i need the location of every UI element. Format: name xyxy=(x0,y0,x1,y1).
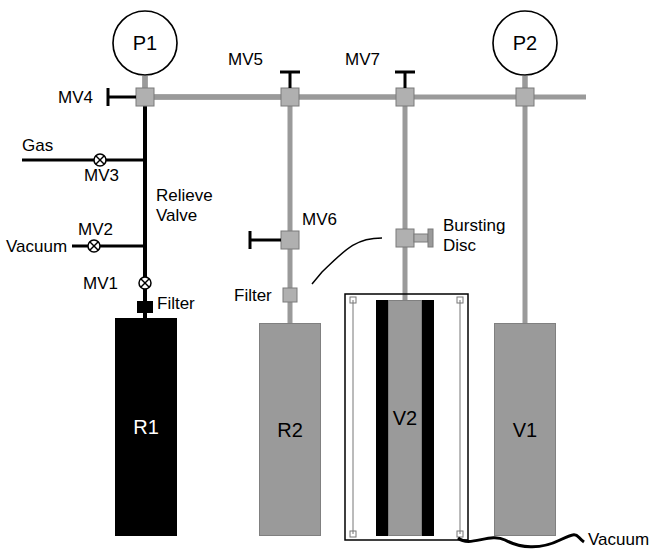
valve-handles xyxy=(108,72,415,249)
housing-corner xyxy=(350,531,356,537)
filter-symbol xyxy=(137,301,153,313)
housing-corner xyxy=(457,297,463,303)
reservoir-cylinder: R1 xyxy=(115,318,177,536)
junction-blocks xyxy=(136,88,534,302)
pipe-connector xyxy=(145,76,525,97)
heater-jacket xyxy=(376,300,434,536)
part-label: Bursting Disc xyxy=(443,216,517,255)
node-label: P1 xyxy=(133,32,157,54)
gas-line xyxy=(22,159,145,162)
part-label: MV5 xyxy=(228,50,263,70)
heater-wire xyxy=(312,238,382,284)
furnace-housing xyxy=(345,294,468,540)
valve-symbol xyxy=(139,277,151,289)
node-label: R2 xyxy=(277,419,303,441)
part-label: MV7 xyxy=(345,50,380,70)
pipe-connector xyxy=(145,76,405,300)
pipe-line xyxy=(523,76,528,323)
node-label: V2 xyxy=(393,407,417,429)
pipe-connector xyxy=(145,76,290,323)
valve-symbol xyxy=(88,240,100,252)
housing-corner xyxy=(457,531,463,537)
pipe-line xyxy=(145,76,290,323)
sample-vessel: V2 xyxy=(388,300,422,536)
pipe-connector xyxy=(525,76,526,323)
node-label: P2 xyxy=(513,32,537,54)
housing-rail xyxy=(353,300,354,534)
valve-symbol xyxy=(94,154,106,166)
node-label: V1 xyxy=(513,419,537,441)
part-label: Gas xyxy=(22,136,53,156)
housing-rail xyxy=(460,300,461,534)
pressure-gauge: P1 xyxy=(112,10,178,76)
bursting-disc xyxy=(414,229,433,247)
part-label: Vacuum xyxy=(588,530,649,550)
vacuum-line xyxy=(72,245,145,248)
part-label: Relieve Valve xyxy=(156,186,222,225)
part-label: MV2 xyxy=(78,220,113,240)
pipe-line xyxy=(145,76,525,97)
pressure-gauge: P2 xyxy=(492,10,558,76)
reservoir-cylinder: R2 xyxy=(259,323,321,536)
part-label: Filter xyxy=(234,286,272,306)
part-label: MV6 xyxy=(302,210,337,230)
volume-cylinder: V1 xyxy=(494,323,556,536)
part-label: MV1 xyxy=(83,274,118,294)
pipe-line xyxy=(145,76,405,300)
part-label: Vacuum xyxy=(6,237,67,257)
housing-corner xyxy=(350,297,356,303)
part-label: MV3 xyxy=(84,166,119,186)
part-label: MV4 xyxy=(58,88,93,108)
part-label: Filter xyxy=(157,294,195,314)
node-label: R1 xyxy=(133,416,159,438)
vacuum-hose xyxy=(458,535,584,547)
